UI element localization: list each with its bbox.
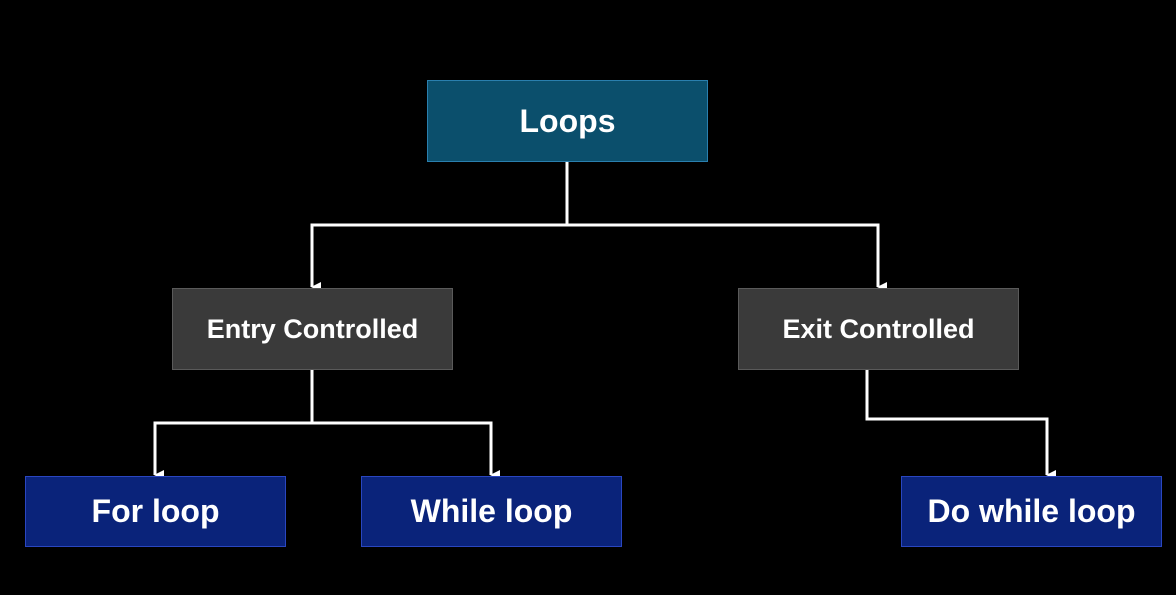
node-for-loop-label: For loop [91,493,220,529]
connector-entry-while [312,421,500,480]
node-while-loop-label: While loop [410,493,573,529]
connector-root-entry [310,162,569,292]
node-entry-controlled: Entry Controlled [172,288,453,370]
node-loops-label: Loops [519,102,616,139]
node-do-while-loop: Do while loop [901,476,1162,547]
node-exit-controlled: Exit Controlled [738,288,1019,370]
node-while-loop: While loop [361,476,622,547]
connector-entry-for [153,370,314,480]
connector-exit-dowhile [865,370,1056,480]
node-for-loop: For loop [25,476,286,547]
node-exit-controlled-label: Exit Controlled [782,313,975,344]
node-loops: Loops [427,80,708,162]
node-do-while-loop-label: Do while loop [927,493,1136,529]
connector-root-exit [567,223,887,292]
node-entry-controlled-label: Entry Controlled [206,313,419,344]
